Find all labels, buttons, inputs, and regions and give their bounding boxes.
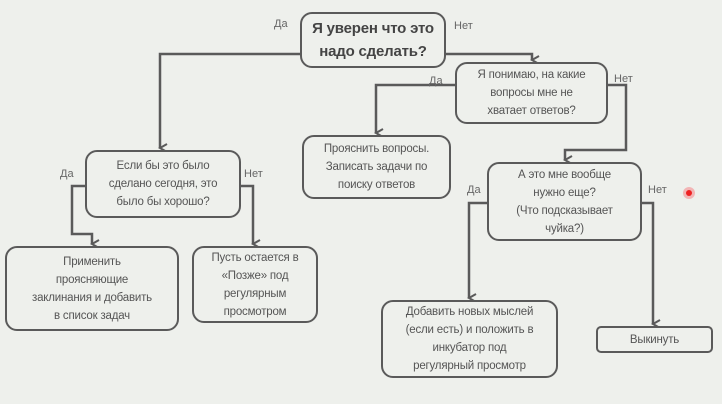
node-text: Добавить новых мыслей (если есть) и поло… xyxy=(405,306,534,372)
decision-need-it: А это мне вообще нужно еще? (Что подсказ… xyxy=(487,162,642,241)
node-text: Применить проясняющие заклинания и добав… xyxy=(32,255,152,322)
action-apply: Применить проясняющие заклинания и добав… xyxy=(5,246,179,331)
action-clarify: Прояснить вопросы. Записать задачи по по… xyxy=(302,135,451,199)
node-text: Я понимаю, на какие вопросы мне не хвата… xyxy=(477,69,586,117)
edge-left-yes xyxy=(70,184,92,244)
action-incubator: Добавить новых мыслей (если есть) и поло… xyxy=(381,300,558,378)
label-no: Нет xyxy=(454,20,473,32)
node-text: Если бы это было сделано сегодня, это бы… xyxy=(108,160,218,208)
label-no: Нет xyxy=(244,168,263,180)
label-yes: Да xyxy=(467,184,481,196)
label-no: Нет xyxy=(614,73,633,85)
edge-q3-yes xyxy=(469,201,487,298)
decision-know-questions: Я понимаю, на какие вопросы мне не хвата… xyxy=(455,62,608,124)
decision-root: Я уверен что это надо сделать? xyxy=(300,12,446,68)
edge-left-no xyxy=(240,184,253,244)
action-later: Пусть остается в «Позже» под регулярным … xyxy=(192,246,318,323)
edge-q2-yes xyxy=(376,83,455,133)
edge-q3-no xyxy=(641,201,653,324)
label-yes: Да xyxy=(429,75,443,87)
node-text: А это мне вообще нужно еще? (Что подсказ… xyxy=(516,168,613,235)
label-yes: Да xyxy=(274,18,288,30)
node-text: Прояснить вопросы. Записать задачи по по… xyxy=(323,143,430,191)
node-text: Я уверен что это надо сделать? xyxy=(312,20,434,60)
action-trash: Выкинуть xyxy=(596,326,713,353)
edge-root-no xyxy=(445,52,532,60)
decision-done-today: Если бы это было сделано сегодня, это бы… xyxy=(85,150,241,218)
cursor-indicator-icon xyxy=(683,187,695,199)
node-text: Пусть остается в «Позже» под регулярным … xyxy=(211,251,299,318)
node-text: Выкинуть xyxy=(629,333,680,346)
edge-root-yes xyxy=(160,52,300,148)
edge-q2-no xyxy=(565,83,628,160)
label-no: Нет xyxy=(648,184,667,196)
label-yes: Да xyxy=(60,168,74,180)
